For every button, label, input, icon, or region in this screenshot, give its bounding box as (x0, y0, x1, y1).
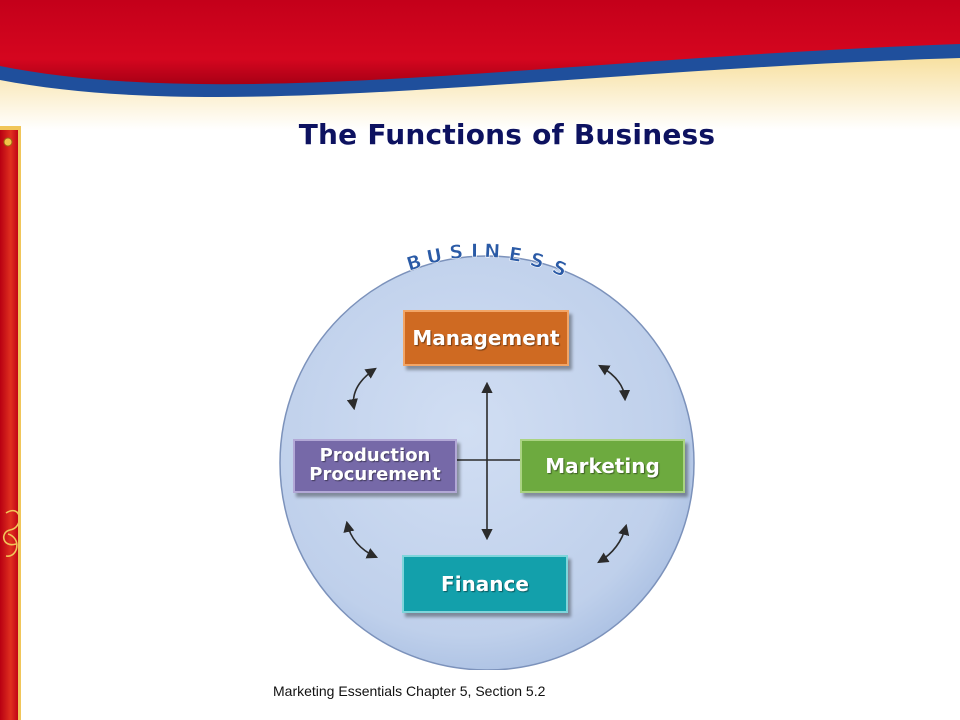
svg-text:N: N (484, 240, 501, 263)
business-functions-diagram: B U S I N E S S (279, 240, 695, 670)
footer-caption: Marketing Essentials Chapter 5, Section … (273, 683, 546, 699)
svg-text:B: B (404, 251, 424, 276)
production-label: Production (319, 445, 431, 467)
svg-text:I: I (471, 240, 478, 262)
curved-arrow-bottom-left (343, 520, 379, 559)
finance-box: Finance (402, 555, 568, 613)
management-box: Management (403, 310, 569, 366)
management-label: Management (412, 325, 560, 350)
svg-text:S: S (449, 241, 465, 264)
marketing-box: Marketing (520, 439, 685, 493)
banner-red-band (0, 0, 960, 85)
svg-text:U: U (425, 244, 444, 269)
header-banner (0, 0, 960, 130)
page-title: The Functions of Business (298, 118, 716, 151)
pin-icon (3, 137, 13, 147)
procurement-label: Procurement (309, 464, 441, 485)
ring-label-business: B U S I N E S S (404, 240, 570, 282)
swirl-ornament (3, 509, 21, 557)
svg-text:E: E (507, 243, 523, 267)
left-decorative-bar (0, 126, 21, 720)
curved-arrow-top-right (598, 364, 631, 402)
production-procurement-box: Production Procurement (293, 439, 457, 493)
svg-text:S: S (528, 249, 547, 274)
banner-cream-band (0, 54, 960, 130)
finance-label: Finance (441, 571, 529, 596)
curved-arrow-bottom-right (597, 523, 630, 564)
marketing-label: Marketing (545, 453, 660, 478)
curved-arrow-top-left (346, 367, 377, 411)
